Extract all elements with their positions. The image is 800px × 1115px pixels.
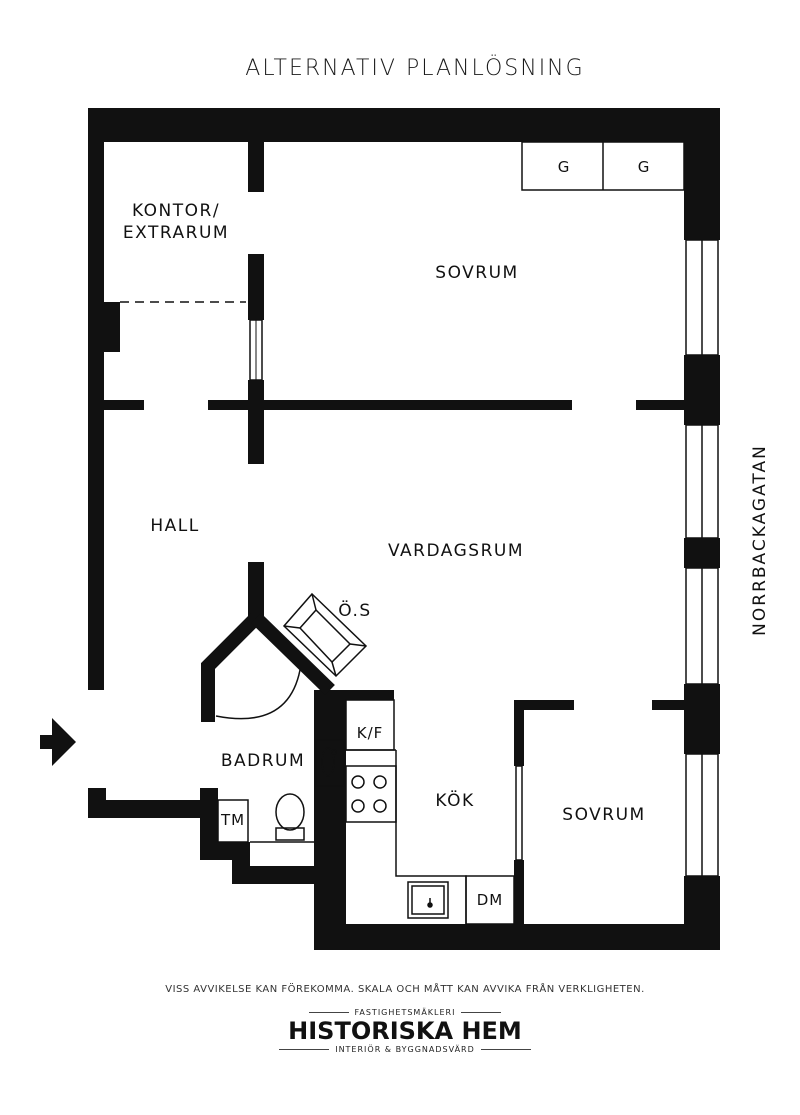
wall-sovrum-bottom: [208, 400, 572, 410]
brand-rule-right-2: [480, 1049, 531, 1050]
brand-name: HISTORISKA HEM: [288, 1017, 522, 1045]
wardrobes: [521, 141, 685, 191]
burner-3: [351, 799, 365, 813]
wall-bedroom-left-top: [514, 700, 524, 766]
entrance-arrow-icon: [40, 718, 76, 766]
room-label-kontor-2: EXTRARUM: [123, 223, 229, 243]
street-label: NORRBACKAGATAN: [750, 444, 770, 636]
room-label-sovrum-top: SOVRUM: [435, 263, 518, 283]
wall-bath-top: [248, 562, 264, 618]
toilet-bowl: [275, 793, 305, 831]
bathroom-fixtures: [217, 739, 345, 843]
brand-top-line: FASTIGHETSMÄKLERI: [354, 1008, 456, 1017]
wall-bottom-left: [88, 800, 218, 818]
wall-bedroom-left-bottom: [514, 860, 524, 924]
bath-door-swing: [215, 669, 301, 720]
wall-kontor-mid: [248, 254, 264, 320]
wall-left: [88, 108, 104, 690]
wall-kontor-top: [248, 142, 264, 192]
wall-kitchen-left: [314, 690, 346, 950]
wall-hall-stub: [104, 400, 144, 410]
burner-4: [373, 799, 387, 813]
room-label-badrum: BADRUM: [221, 751, 305, 771]
washer-box: [217, 799, 249, 843]
fixture-label-kf: K/F: [357, 724, 384, 742]
dishwasher-box: [465, 875, 515, 925]
fixture-label-g2: G: [638, 158, 651, 176]
outer-walls: [88, 108, 720, 950]
room-label-vardagsrum: VARDAGSRUM: [388, 541, 524, 561]
wall-bath-left: [200, 788, 218, 858]
wall-left-chunk: [88, 302, 120, 352]
brand-rule-right: [461, 1012, 502, 1013]
burner-1: [351, 775, 365, 789]
room-label-kok: KÖK: [435, 789, 474, 811]
stove-box: [345, 765, 397, 823]
wall-right-top: [684, 108, 720, 240]
wall-sovrum-right-stub: [636, 400, 684, 410]
wall-kontor-low: [248, 380, 264, 464]
room-label-os: Ö.S: [338, 599, 371, 621]
wall-right-pier-2: [684, 538, 720, 568]
disclaimer: VISS AVVIKELSE KAN FÖREKOMMA. SKALA OCH …: [165, 984, 645, 995]
windows-right: [685, 239, 719, 877]
toilet-tank: [275, 827, 305, 841]
room-label-sovrum-bottom: SOVRUM: [562, 805, 645, 825]
interior-walls: [104, 142, 684, 924]
wall-bedroom-right-stub: [652, 700, 684, 710]
plan-title: ALTERNATIV PLANLÖSNING: [245, 56, 585, 81]
kitchen-fixtures: [345, 699, 515, 925]
wall-kitchen-top: [330, 690, 394, 700]
wash-basin: [321, 747, 335, 777]
wall-bottom: [314, 924, 720, 950]
wall-right-pier-3: [684, 684, 720, 754]
wall-bedroom-top: [514, 700, 574, 710]
brand-rule-left-2: [279, 1049, 330, 1050]
wall-bath-angle-right: [251, 612, 335, 696]
wash-basin-box: [315, 739, 345, 787]
room-label-kontor-1: KONTOR/: [132, 201, 220, 221]
room-label-hall: HALL: [150, 516, 199, 536]
fixture-label-g1: G: [558, 158, 571, 176]
bathroom-walls: [201, 612, 335, 722]
fixture-label-dm: DM: [477, 891, 504, 909]
brand-rule-left: [308, 1012, 349, 1013]
fireplace: [282, 592, 368, 678]
brand-logo: FASTIGHETSMÄKLERI HISTORISKA HEM INTERIÖ…: [0, 1008, 800, 1054]
wall-bath-angle-left: [201, 613, 261, 722]
brand-sub-line: INTERIÖR & BYGGNADSVÄRD: [335, 1045, 475, 1054]
wall-bath-bottom: [232, 866, 332, 884]
bedroom-partition: [515, 765, 523, 861]
wall-top: [88, 108, 720, 142]
fixture-label-tm: TM: [220, 811, 245, 829]
wall-right-pier-1: [684, 355, 720, 425]
burner-2: [373, 775, 387, 789]
sink-box: [407, 881, 449, 919]
